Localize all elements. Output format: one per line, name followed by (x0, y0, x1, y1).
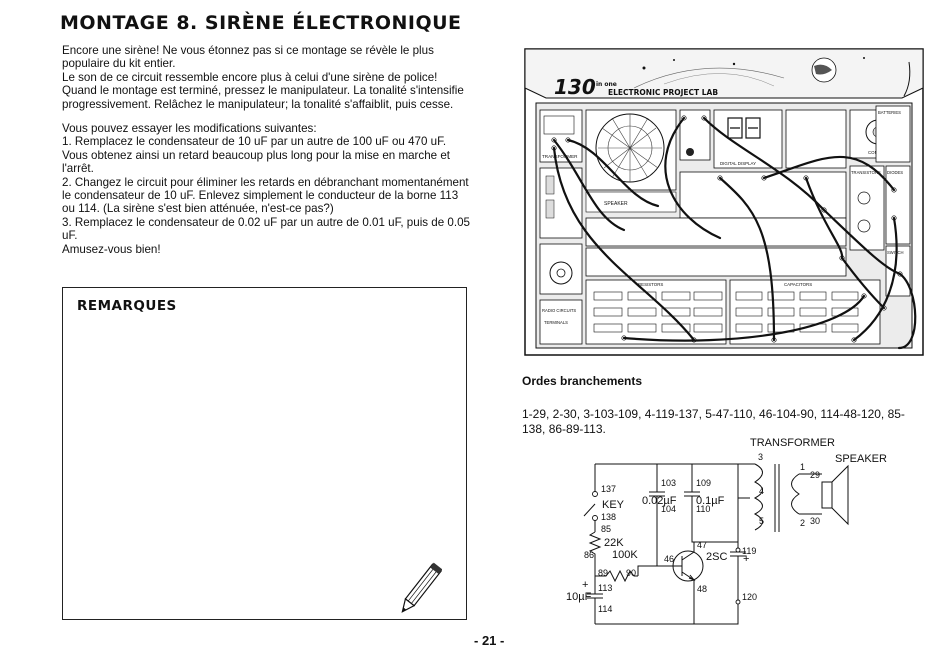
schematic-plus-sign-2: + (743, 553, 749, 565)
terminal-number: 86 (584, 550, 594, 560)
paragraph-intro: Encore une sirène! Ne vous étonnez pas s… (62, 44, 434, 71)
paragraph-modification-1: 1. Remplacez le condensateur de 10 uF pa… (62, 135, 450, 176)
schematic-transistor-label: 2SC (706, 551, 727, 563)
terminal-number: 114 (598, 604, 612, 614)
terminal-number: 90 (626, 568, 636, 578)
paragraph-description: Le son de ce circuit ressemble encore pl… (62, 70, 464, 111)
paragraph-modification-2: 2. Changez le circuit pour éliminer les … (62, 175, 469, 216)
pencil-icon (401, 562, 442, 613)
lab-label-capacitors: CAPACITORS (784, 282, 812, 287)
schematic-c3-label: 10µF (566, 591, 592, 603)
schematic-r1-label: 22K (604, 537, 624, 549)
terminal-number: 119 (742, 546, 756, 556)
schematic-r2-label: 100K (612, 549, 638, 561)
lab-label-transformer: TRANSFORMER (542, 154, 578, 159)
lab-label-radio-circuits: RADIO CIRCUITS (542, 308, 576, 313)
terminal-number: 29 (810, 470, 820, 480)
schematic-key-label: KEY (602, 499, 625, 511)
remarks-title: REMARQUES (77, 298, 177, 314)
remarks-box: REMARQUES (62, 287, 467, 620)
terminal-number: 110 (696, 504, 710, 514)
lab-label-transistors: TRANSISTORS (851, 170, 881, 175)
schematic-speaker-label: SPEAKER (835, 453, 887, 465)
terminal-number: 85 (601, 524, 611, 534)
terminal-number: 104 (661, 504, 676, 514)
terminal-number: 103 (661, 478, 676, 488)
terminal-number: 5 (759, 516, 764, 526)
terminal-number: 30 (810, 516, 820, 526)
terminal-number: 138 (601, 512, 616, 522)
terminal-number: 47 (697, 540, 707, 550)
terminal-number: 89 (598, 568, 608, 578)
lab-label-switch: SWITCH (887, 250, 904, 255)
schematic-c2-label: 0.1µF (696, 495, 725, 507)
lab-board-illustration: 130 in one ELECTRONIC PROJECT LAB TRANSF… (524, 48, 924, 356)
lab-label-batteries: BATTERIES (878, 110, 901, 115)
schematic-plus-sign: + (582, 579, 588, 591)
terminal-number: 46 (664, 554, 674, 564)
terminal-number: 3 (758, 452, 763, 462)
connections-title: Ordes branchements (522, 374, 643, 388)
page-number: - 21 - (474, 633, 505, 648)
terminal-number: 109 (696, 478, 711, 488)
terminal-number: 2 (800, 518, 805, 528)
page-title: MONTAGE 8. SIRÈNE ÉLECTRONIQUE (60, 12, 462, 34)
terminal-number: 4 (759, 486, 764, 496)
schematic-transformer-label: TRANSFORMER (750, 437, 835, 449)
lab-label-diodes: DIODES (887, 170, 903, 175)
terminal-number: 113 (598, 583, 612, 593)
terminal-number: 120 (742, 592, 757, 602)
circuit-schematic: TRANSFORMER SPEAKER KEY 0.02µF 0.1µF 22K… (566, 437, 887, 625)
terminal-number: 48 (697, 584, 707, 594)
lab-logo-small: in one (596, 81, 617, 88)
connections-list: 1-29, 2-30, 3-103-109, 4-119-137, 5-47-1… (522, 407, 905, 436)
instructions-text: Encore une sirène! Ne vous étonnez pas s… (62, 44, 470, 256)
lab-logo-text: ELECTRONIC PROJECT LAB (608, 88, 718, 97)
lab-label-terminals: TERMINALS (544, 320, 568, 325)
lab-logo-number: 130 (554, 75, 596, 99)
terminal-number: 1 (800, 462, 805, 472)
lab-label-speaker: SPEAKER (604, 201, 628, 207)
schematic-c1-label: 0.02µF (642, 495, 677, 507)
terminal-number: 137 (601, 484, 616, 494)
paragraph-modification-3: 3. Remplacez le condensateur de 0.02 uF … (62, 215, 470, 243)
paragraph-modifications-intro: Vous pouvez essayer les modifications su… (62, 122, 317, 136)
lab-label-resistors: RESISTORS (638, 282, 663, 287)
lab-label-digital-display: DIGITAL DISPLAY (720, 161, 756, 166)
paragraph-closing: Amusez-vous bien! (62, 242, 161, 256)
